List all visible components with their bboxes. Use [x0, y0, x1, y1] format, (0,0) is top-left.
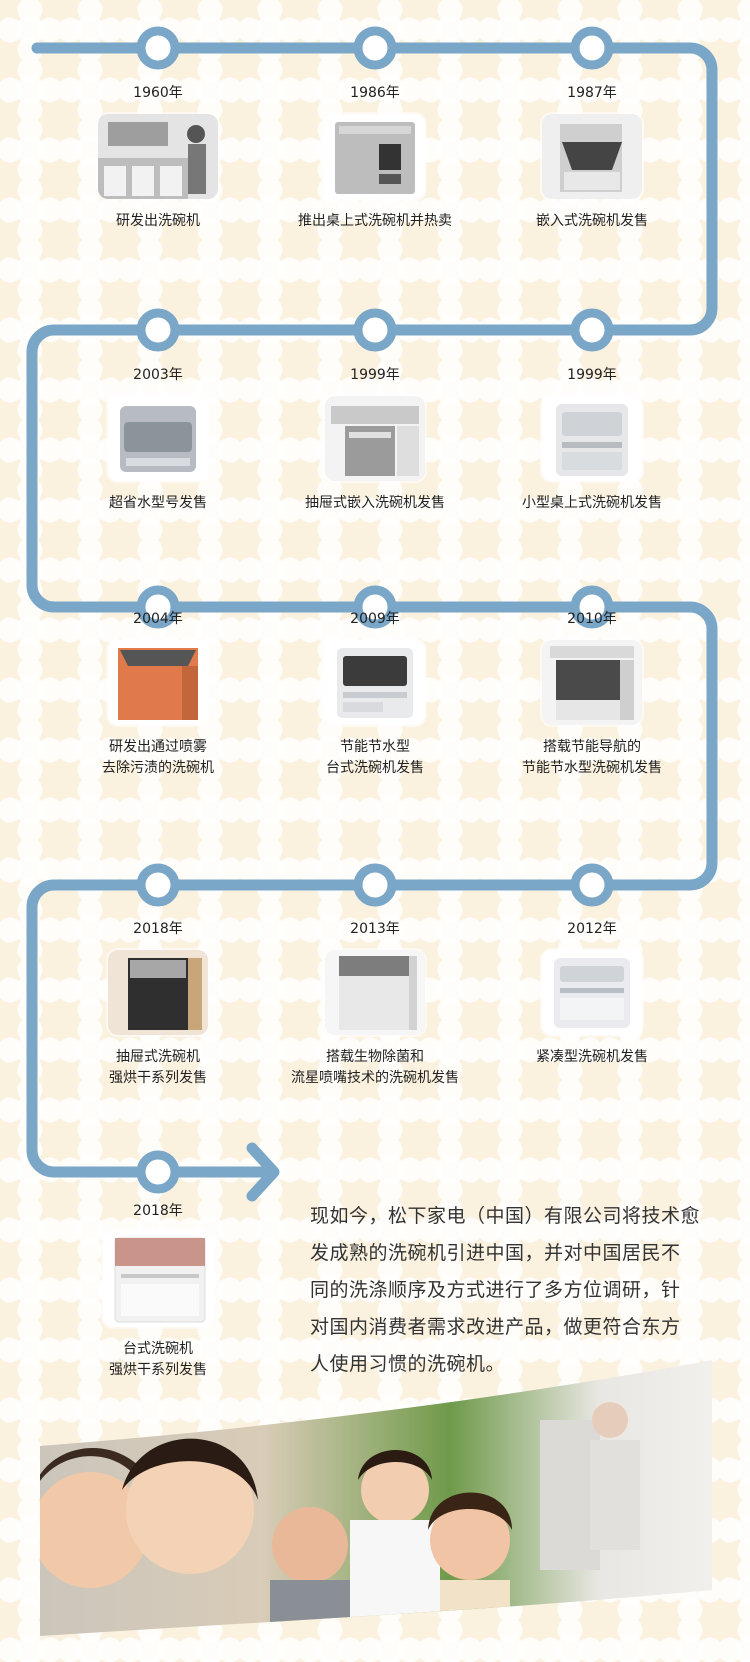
milestone-caption: 搭载生物除菌和 流星喷嘴技术的洗碗机发售: [291, 1049, 459, 1086]
timeline-node: [136, 585, 180, 629]
milestone-2003: 2003年 超省水型号发售: [48, 366, 268, 514]
milestone-2004: 2004年 研发出通过喷雾 去除污渍的洗碗机: [48, 610, 268, 779]
milestone-year: 1999年: [567, 367, 617, 383]
small-dishwasher-photo-icon: [542, 396, 642, 481]
milestone-caption: 搭载节能导航的 节能节水型洗碗机发售: [522, 739, 662, 776]
milestone-caption: 台式洗碗机 强烘干系列发售: [109, 1341, 207, 1378]
milestone-caption: 抽屉式洗碗机 强烘干系列发售: [109, 1049, 207, 1086]
milestone-year: 2004年: [133, 611, 183, 627]
timeline-node: [136, 26, 180, 70]
person-face: [40, 1472, 148, 1588]
milestone-2018-drawer: 2018年 抽屉式洗碗机 强烘干系列发售: [48, 920, 268, 1089]
milestone-2013: 2013年 搭载生物除菌和 流星喷嘴技术的洗碗机发售: [265, 920, 485, 1089]
milestone-year: 2018年: [133, 921, 183, 937]
timeline-node: [136, 308, 180, 352]
person-face: [361, 1456, 429, 1524]
milestone-caption: 抽屉式嵌入洗碗机发售: [305, 495, 445, 511]
milestone-year: 2009年: [350, 611, 400, 627]
milestone-year: 2013年: [350, 921, 400, 937]
milestone-2010: 2010年 搭载节能导航的 节能节水型洗碗机发售: [482, 610, 702, 779]
timeline-node: [136, 1150, 180, 1194]
intro-line: 发成熟的洗碗机引进中国，并对中国居民不: [310, 1242, 681, 1264]
person-face: [592, 1402, 628, 1438]
milestone-year: 2018年: [133, 1203, 183, 1219]
timeline-node: [136, 863, 180, 907]
spray-dishwasher-photo-icon: [108, 640, 208, 725]
intro-paragraph: 现如今，松下家电（中国）有限公司将技术愈 发成熟的洗碗机引进中国，并对中国居民不…: [310, 1198, 710, 1383]
countertop-dishwasher-photo-icon: [108, 396, 208, 481]
milestone-year: 1986年: [350, 85, 400, 101]
timeline-node: [570, 863, 614, 907]
dishwasher-photo-icon: [325, 114, 425, 199]
milestone-1986: 1986年 推出桌上式洗碗机并热卖: [265, 84, 485, 232]
milestone-caption: 推出桌上式洗碗机并热卖: [298, 213, 452, 229]
milestone-year: 2003年: [133, 367, 183, 383]
timeline-node: [353, 308, 397, 352]
intro-line: 对国内消费者需求改进产品，做更符合东方: [310, 1316, 681, 1338]
timeline-node: [570, 308, 614, 352]
intro-line: 人使用习惯的洗碗机。: [310, 1353, 506, 1375]
milestone-caption: 紧凑型洗碗机发售: [536, 1049, 648, 1065]
compact-dishwasher-photo-icon: [542, 950, 642, 1035]
milestone-caption: 小型桌上式洗碗机发售: [522, 495, 662, 511]
milestone-caption: 研发出洗碗机: [116, 213, 200, 229]
milestone-year: 2012年: [567, 921, 617, 937]
person-face: [430, 1500, 510, 1580]
milestone-caption: 嵌入式洗碗机发售: [536, 213, 648, 229]
timeline-node: [353, 585, 397, 629]
milestone-2012: 2012年 紧凑型洗碗机发售: [482, 920, 702, 1068]
dry-drawer-dishwasher-photo-icon: [108, 950, 208, 1035]
person-face: [126, 1446, 254, 1574]
milestone-caption: 节能节水型 台式洗碗机发售: [326, 739, 424, 776]
person-face: [272, 1507, 348, 1583]
bio-dishwasher-photo-icon: [325, 950, 425, 1035]
timeline-node: [353, 863, 397, 907]
milestone-year: 1999年: [350, 367, 400, 383]
intro-line: 现如今，松下家电（中国）有限公司将技术愈: [310, 1205, 701, 1227]
milestone-year: 2010年: [567, 611, 617, 627]
milestone-1999-drawer: 1999年 抽屉式嵌入洗碗机发售: [265, 366, 485, 514]
timeline-node: [353, 26, 397, 70]
kitchen-photo-icon: [98, 114, 218, 199]
intro-line: 同的洗涤顺序及方式进行了多方位调研，针: [310, 1279, 681, 1301]
milestone-2009: 2009年 节能节水型 台式洗碗机发售: [265, 610, 485, 779]
milestone-caption: 超省水型号发售: [109, 495, 207, 511]
milestone-year: 1960年: [133, 85, 183, 101]
timeline-node: [570, 26, 614, 70]
milestone-1960: 1960年 研发出洗碗机: [48, 84, 268, 232]
drawer-dishwasher-photo-icon: [325, 396, 425, 481]
milestone-year: 1987年: [567, 85, 617, 101]
milestone-2018-countertop: 2018年 台式洗碗机 强烘干系列发售: [48, 1202, 268, 1381]
pink-dishwasher-photo-icon: [103, 1232, 213, 1327]
navi-dishwasher-photo-icon: [542, 640, 642, 725]
family-photo-banner: [40, 1360, 712, 1636]
built-in-dishwasher-photo-icon: [542, 114, 642, 199]
milestone-caption: 研发出通过喷雾 去除污渍的洗碗机: [102, 739, 214, 776]
milestone-1987: 1987年 嵌入式洗碗机发售: [482, 84, 702, 232]
eco-dishwasher-photo-icon: [325, 640, 425, 725]
timeline-node: [570, 585, 614, 629]
milestone-1999-small: 1999年 小型桌上式洗碗机发售: [482, 366, 702, 514]
